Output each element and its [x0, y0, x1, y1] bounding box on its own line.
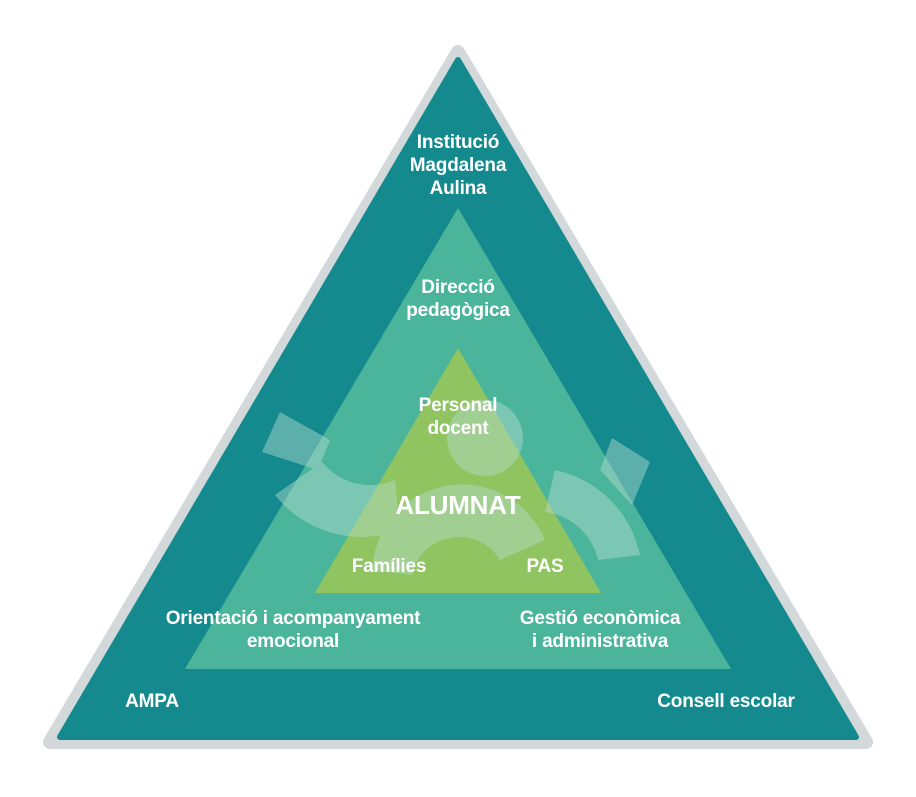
middle-bottom-left-line-2: emocional — [246, 631, 340, 653]
middle-bottom-right-line-1: Gestió econòmica — [519, 608, 681, 629]
inner-center-label: ALUMNAT — [395, 490, 521, 520]
inner-bottom-right-label: PAS — [526, 556, 564, 577]
outer-title-line-3: Aulina — [429, 178, 487, 200]
middle-title-line-2: pedagògica — [406, 300, 510, 322]
watermark-right-arc — [545, 470, 640, 560]
watermark-left-arc — [275, 462, 400, 537]
watermark-center-arch — [372, 484, 545, 575]
middle-bottom-left-label: Orientació i acompanyament emocional — [143, 607, 443, 653]
middle-bottom-right-label: Gestió econòmica i administrativa — [490, 607, 710, 653]
middle-bottom-left-line-1: Orientació i acompanyament — [165, 608, 421, 629]
middle-bottom-right-line-2: i administrativa — [531, 631, 669, 653]
middle-title-line-1: Direcció — [421, 277, 495, 298]
inner-bottom-left-label: Famílies — [351, 556, 427, 577]
outer-title-line-1: Institució — [416, 132, 500, 153]
outer-bottom-right-label: Consell escolar — [657, 691, 795, 712]
logo-watermark — [262, 400, 650, 575]
inner-top-line-1: Personal — [418, 395, 498, 416]
watermark-center-dot — [447, 400, 523, 476]
middle-layer-title: Direcció pedagògica — [358, 276, 558, 322]
watermark-right-hook — [600, 438, 650, 505]
outer-bottom-left-label: AMPA — [125, 691, 179, 712]
outer-title-line-2: Magdalena — [409, 155, 507, 177]
inner-top-label: Personal docent — [378, 394, 538, 440]
outer-layer-title: Institució Magdalena Aulina — [358, 131, 558, 201]
inner-top-line-2: docent — [427, 418, 489, 440]
inner-layer-shape — [315, 348, 601, 593]
watermark-left-hook — [262, 412, 330, 470]
